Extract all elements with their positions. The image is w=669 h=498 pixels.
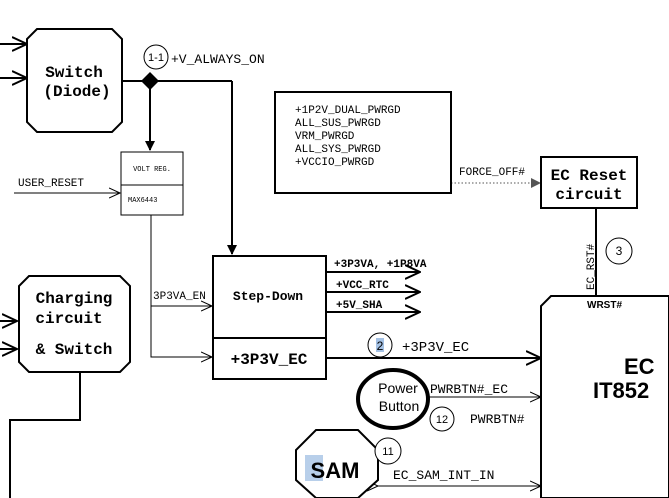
- svg-text:12: 12: [436, 414, 448, 426]
- label-pwrbtn-ec: PWRBTN#_EC: [430, 382, 508, 397]
- power-button-line1: Power: [378, 380, 418, 396]
- power-button-line2: Button: [379, 398, 419, 414]
- charging-block[interactable]: Charging circuit & Switch: [18, 275, 131, 373]
- marker-1-1: 1-1: [143, 44, 169, 70]
- pwrgd-line-2: ALL_SUS_PWRGD: [295, 118, 381, 130]
- ec-chip-line1: EC: [624, 354, 655, 379]
- label-force-off: FORCE_OFF#: [459, 167, 525, 179]
- label-ec-rst: EC_RST#: [586, 243, 598, 290]
- ec-reset-line1: EC Reset: [551, 167, 628, 185]
- marker-2: 2: [367, 332, 393, 358]
- label-v-always-on: +V_ALWAYS_ON: [171, 52, 265, 67]
- svg-text:1-1: 1-1: [148, 52, 164, 64]
- charging-line2: circuit: [35, 310, 102, 328]
- charging-line1: Charging: [36, 290, 113, 308]
- pwrgd-line-3: VRM_PWRGD: [295, 131, 355, 143]
- ec-reset-line2: circuit: [555, 186, 622, 204]
- pwrgd-line-1: +1P2V_DUAL_PWRGD: [295, 105, 401, 117]
- pwrgd-line-5: +VCCIO_PWRGD: [295, 157, 375, 169]
- label-vcc-rtc: +VCC_RTC: [336, 280, 389, 292]
- pwrgd-line-4: ALL_SYS_PWRGD: [295, 144, 381, 156]
- volt-reg-bottom: MAX6443: [128, 197, 157, 205]
- charging-line3: & Switch: [36, 341, 113, 359]
- label-3p3va-en: 3P3VA_EN: [153, 291, 206, 303]
- step-down-label: Step-Down: [233, 289, 303, 304]
- step-down-ec-rail: +3P3V_EC: [231, 351, 308, 369]
- svg-text:11: 11: [382, 446, 393, 458]
- pwrgd-signal-box: +1P2V_DUAL_PWRGD ALL_SUS_PWRGD VRM_PWRGD…: [274, 91, 452, 194]
- ec-chip-block[interactable]: WRST# EC IT852: [540, 295, 669, 498]
- power-button[interactable]: Power Button: [356, 368, 430, 430]
- ec-reset-block[interactable]: EC Reset circuit: [540, 156, 638, 209]
- ec-chip-line2: IT852: [593, 378, 649, 403]
- switch-diode-block[interactable]: Switch (Diode): [26, 28, 123, 133]
- ec-pin-wrst: WRST#: [587, 300, 622, 311]
- junction-node: [141, 72, 159, 90]
- switch-diode-line2: (Diode): [43, 83, 110, 101]
- label-3p3v-ec: +3P3V_EC: [402, 340, 469, 356]
- svg-text:3: 3: [616, 244, 623, 258]
- label-ec-sam-int-in: EC_SAM_INT_IN: [393, 468, 494, 483]
- label-user-reset: USER_RESET: [18, 178, 84, 190]
- sam-block[interactable]: SAM: [295, 429, 379, 498]
- sam-label: SAM: [311, 458, 360, 483]
- wires: [0, 44, 597, 498]
- step-down-block[interactable]: Step-Down +3P3V_EC: [212, 255, 327, 380]
- volt-reg-block[interactable]: VOLT REG. MAX6443: [120, 151, 184, 216]
- marker-3: 3: [605, 237, 633, 265]
- svg-text:2: 2: [377, 339, 384, 353]
- volt-reg-top: VOLT REG.: [133, 166, 171, 174]
- label-3p3va-1p8va: +3P3VA, +1P8VA: [334, 259, 427, 271]
- marker-12: 12: [429, 406, 455, 432]
- label-pwrbtn: PWRBTN#: [470, 412, 525, 427]
- label-5v-sha: +5V_SHA: [336, 300, 383, 312]
- switch-diode-line1: Switch: [45, 64, 103, 82]
- marker-11: 11: [374, 437, 402, 465]
